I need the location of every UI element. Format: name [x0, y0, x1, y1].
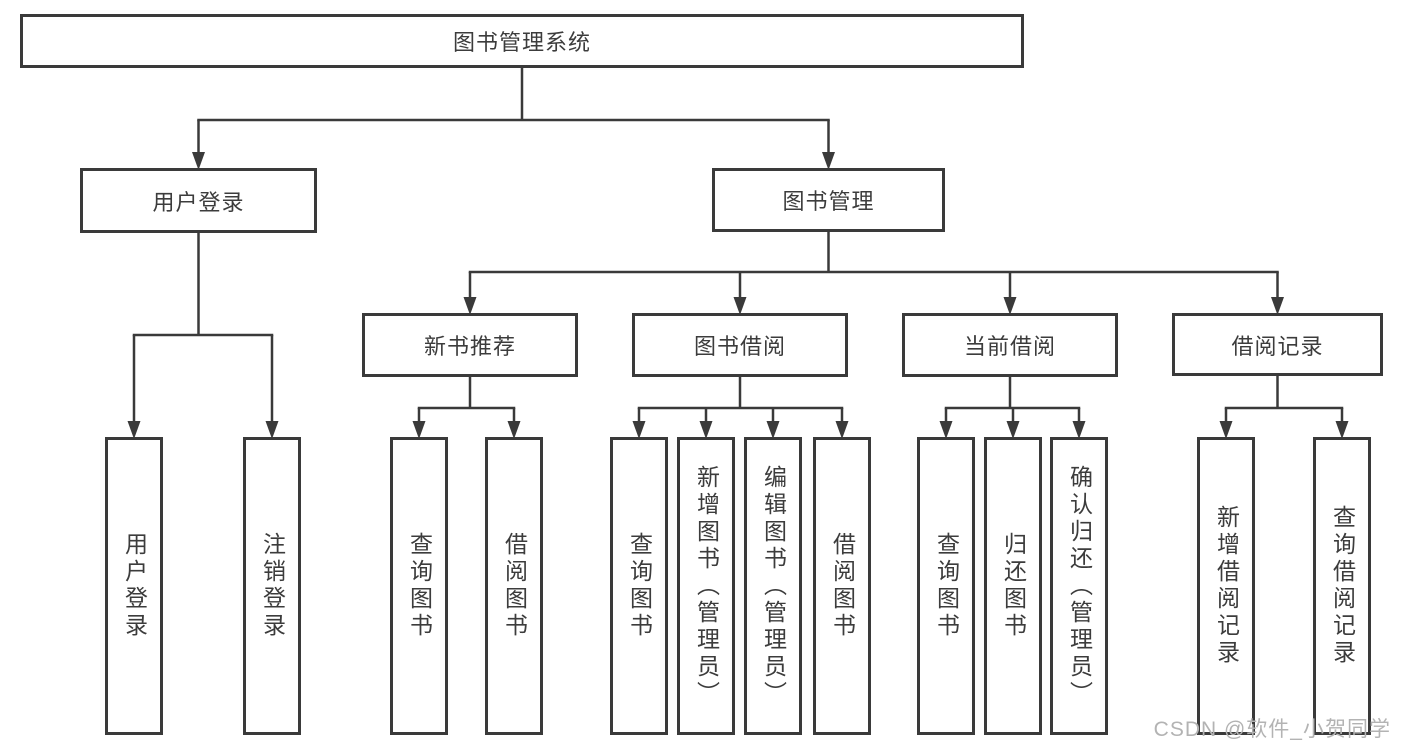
node-add-borrow-record: 新增借阅记录: [1197, 437, 1255, 735]
node-root: 图书管理系统: [20, 14, 1024, 68]
node-label-query-borrow-record: 查询借阅记录: [1329, 505, 1356, 667]
arrowhead-icon: [699, 421, 713, 439]
arrowhead-icon: [766, 421, 780, 439]
arrowhead-icon: [1006, 421, 1020, 439]
node-current-borrow: 当前借阅: [902, 313, 1118, 377]
node-book-management: 图书管理: [712, 168, 945, 232]
node-label-query-book-3: 查询图书: [933, 532, 960, 640]
arrowhead-icon: [192, 152, 205, 170]
node-label-root: 图书管理系统: [452, 30, 591, 55]
node-label-borrow-records: 借阅记录: [1231, 333, 1324, 359]
node-label-query-book-2: 查询图书: [626, 532, 653, 640]
arrowhead-icon: [632, 421, 646, 439]
arrowhead-icon: [507, 421, 521, 439]
node-label-add-borrow-record: 新增借阅记录: [1213, 505, 1240, 667]
node-label-edit-book-admin: 编辑图书（管理员）: [760, 464, 787, 708]
node-label-book-management: 图书管理: [782, 189, 875, 214]
node-logout-user: 注销登录: [243, 437, 301, 735]
edge-book-borrow: [632, 375, 849, 439]
node-borrow-book-2: 借阅图书: [813, 437, 871, 735]
node-label-logout-user: 注销登录: [259, 532, 286, 640]
arrowhead-icon: [939, 421, 953, 439]
edge-book-management: [463, 230, 1284, 315]
node-query-book-2: 查询图书: [610, 437, 668, 735]
node-label-confirm-return: 确认归还（管理员）: [1066, 464, 1093, 708]
node-label-current-borrow: 当前借阅: [963, 334, 1056, 359]
edge-current-borrow: [939, 375, 1086, 439]
arrowhead-icon: [733, 297, 747, 315]
arrowhead-icon: [265, 421, 279, 439]
node-label-book-borrow: 图书借阅: [693, 334, 786, 359]
arrowhead-icon: [463, 297, 477, 315]
node-label-login-user: 用户登录: [121, 532, 148, 640]
arrowhead-icon: [822, 152, 835, 170]
node-return-book: 归还图书: [984, 437, 1042, 735]
node-user-login: 用户登录: [80, 168, 317, 233]
node-label-return-book: 归还图书: [1000, 532, 1027, 640]
arrowhead-icon: [1335, 421, 1349, 439]
node-query-book-3: 查询图书: [917, 437, 975, 735]
node-label-borrow-book-1: 借阅图书: [501, 532, 528, 640]
node-query-borrow-record: 查询借阅记录: [1313, 437, 1371, 735]
node-label-borrow-book-2: 借阅图书: [829, 532, 856, 640]
arrowhead-icon: [1271, 297, 1284, 315]
edge-new-book-recommend: [412, 375, 521, 439]
edge-root: [192, 66, 835, 170]
node-book-borrow: 图书借阅: [632, 313, 848, 377]
node-label-user-login: 用户登录: [152, 189, 245, 215]
node-borrow-book-1: 借阅图书: [485, 437, 543, 735]
arrowhead-icon: [1072, 421, 1086, 439]
edge-borrow-records: [1219, 374, 1349, 439]
node-new-book-recommend: 新书推荐: [362, 313, 578, 377]
node-label-add-book-admin: 新增图书（管理员）: [693, 464, 720, 708]
node-label-query-book-1: 查询图书: [406, 532, 433, 640]
arrowhead-icon: [127, 421, 141, 439]
node-edit-book-admin: 编辑图书（管理员）: [744, 437, 802, 735]
node-add-book-admin: 新增图书（管理员）: [677, 437, 735, 735]
node-label-new-book-recommend: 新书推荐: [423, 334, 516, 359]
node-confirm-return: 确认归还（管理员）: [1050, 437, 1108, 735]
arrowhead-icon: [835, 421, 849, 439]
node-borrow-records: 借阅记录: [1172, 313, 1383, 376]
arrowhead-icon: [1003, 297, 1017, 315]
edge-user-login: [127, 231, 279, 439]
arrowhead-icon: [1219, 421, 1233, 439]
arrowhead-icon: [412, 421, 426, 439]
node-login-user: 用户登录: [105, 437, 163, 735]
node-query-book-1: 查询图书: [390, 437, 448, 735]
watermark: CSDN @软件_小贺同学: [1153, 718, 1391, 741]
